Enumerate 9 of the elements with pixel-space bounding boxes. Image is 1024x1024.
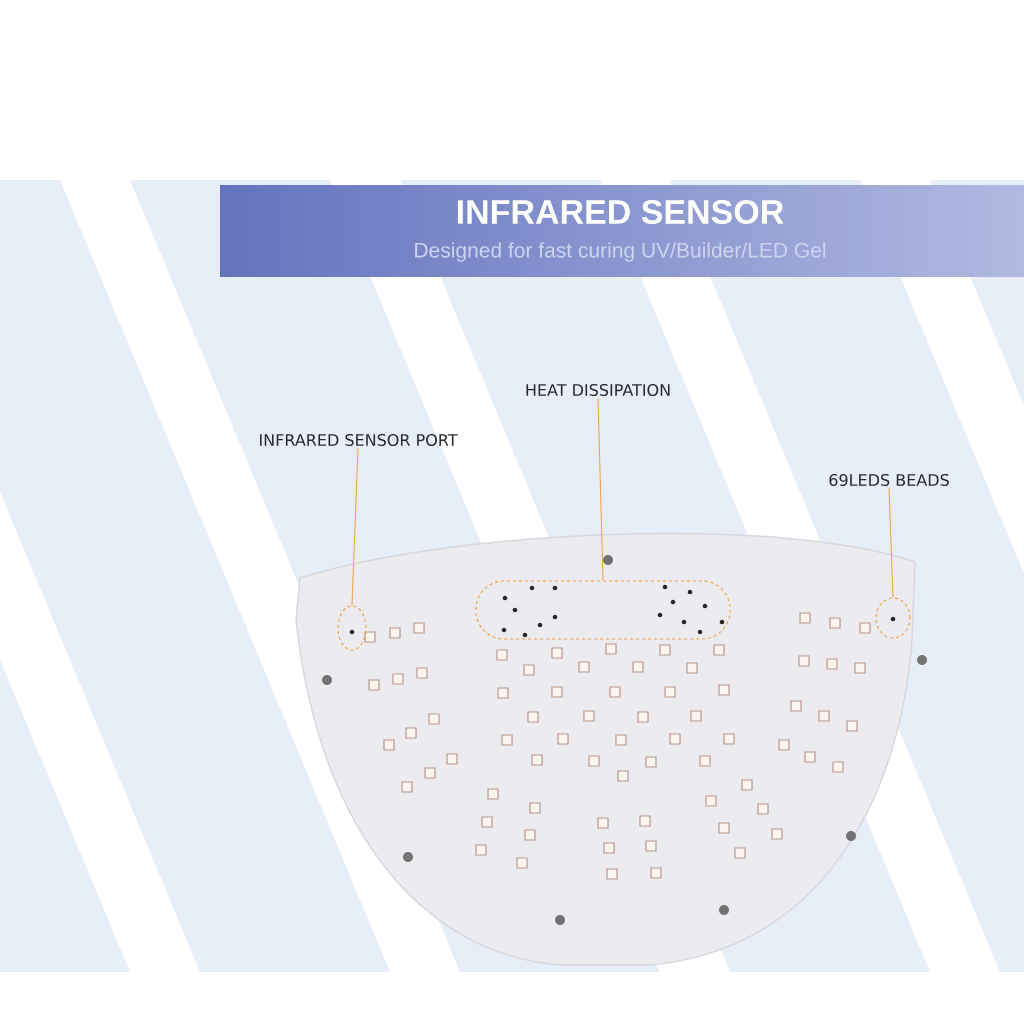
leader-line [597,397,604,581]
title: INFRARED SENSOR [457,199,784,225]
callout-label: INFRARED SENSOR PORT [260,433,458,447]
callout-label: HEAT DISSIPATION [526,383,670,397]
leader-line [351,447,359,606]
dashed-circle [337,605,367,651]
callout-label: 69LEDS BEADS [829,473,949,487]
dashed-circle [875,597,911,639]
leader-line [888,487,894,598]
